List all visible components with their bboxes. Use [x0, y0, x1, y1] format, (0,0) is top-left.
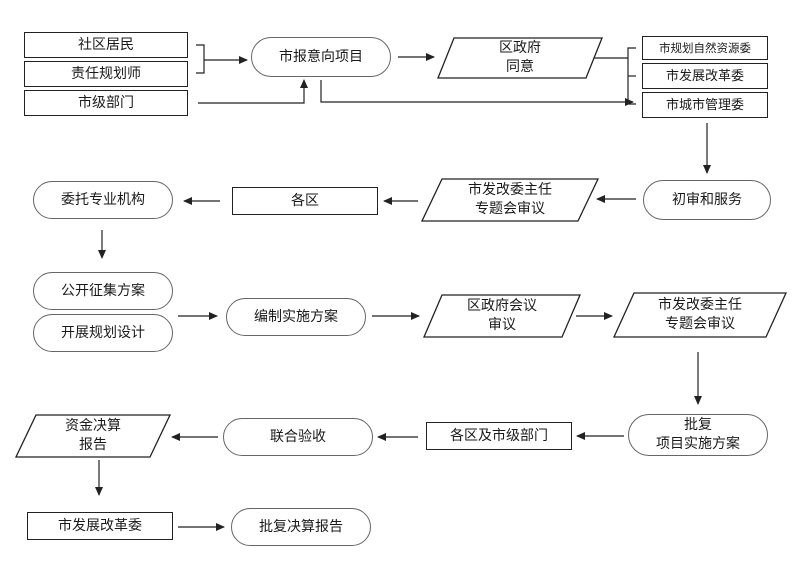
qu-zhengfu-line1: 区政府	[499, 40, 541, 56]
node-qu-zhengfu-huiyi: 区政府会议审议	[422, 294, 582, 338]
node-qu-zhengfu-tongyi: 区政府同意	[436, 37, 604, 79]
zhuanti1-line1: 市发改委主任	[468, 182, 552, 198]
node-lianhe-yanshou: 联合验收	[223, 418, 373, 456]
zhuanti2-line2: 专题会审议	[665, 316, 735, 332]
quhuiyi-line2: 审议	[488, 317, 516, 333]
zhuanti1-line2: 专题会审议	[475, 201, 545, 217]
node-shi-fazhan-gaige-top: 市发展改革委	[642, 63, 768, 89]
node-bianzhi-fangan: 编制实施方案	[226, 298, 366, 336]
zijin-line2: 报告	[79, 437, 107, 453]
node-pifu-juesuan: 批复决算报告	[231, 508, 371, 546]
node-zhuanti-shenyi-2: 市发改委主任专题会审议	[612, 292, 788, 338]
node-weituo-jigou: 委托专业机构	[33, 181, 173, 219]
zhuanti2-line1: 市发改委主任	[658, 297, 742, 313]
node-shi-chengshi-guanli: 市城市管理委	[642, 92, 768, 118]
arrow-shiji-to-proposal	[198, 79, 308, 104]
pifu-line2: 项目实施方案	[656, 436, 740, 452]
source-bracket	[196, 44, 205, 74]
node-ge-qu: 各区	[232, 187, 378, 215]
qu-zhengfu-line2: 同意	[506, 59, 534, 75]
node-shequ-jumin: 社区居民	[24, 32, 188, 58]
node-zhuanti-shenyi-1: 市发改委主任专题会审议	[420, 178, 600, 222]
node-zeren-guihuashi: 责任规划师	[24, 61, 188, 87]
node-gongkai-zhengji: 公开征集方案	[33, 272, 173, 310]
arrow-proposal-to-committees	[320, 80, 634, 106]
node-gequ-shiji: 各区及市级部门	[426, 422, 572, 450]
node-pifu-fangan: 批复项目实施方案	[628, 414, 768, 456]
node-zijin-juesuan: 资金决算报告	[14, 414, 172, 458]
quhuiyi-line1: 区政府会议	[467, 298, 537, 314]
node-shiji-bumen: 市级部门	[24, 90, 188, 116]
node-shi-fazhan-gaige-bottom: 市发展改革委	[27, 512, 173, 540]
node-shi-bao-yixiang: 市报意向项目	[251, 37, 391, 77]
pifu-line1: 批复	[684, 417, 712, 433]
node-shi-guihua-ziran: 市规划自然资源委	[642, 36, 768, 60]
node-kaizhan-guihua: 开展规划设计	[33, 314, 173, 352]
zijin-line1: 资金决算	[65, 418, 121, 434]
node-chushen-fuwu: 初审和服务	[643, 180, 771, 220]
